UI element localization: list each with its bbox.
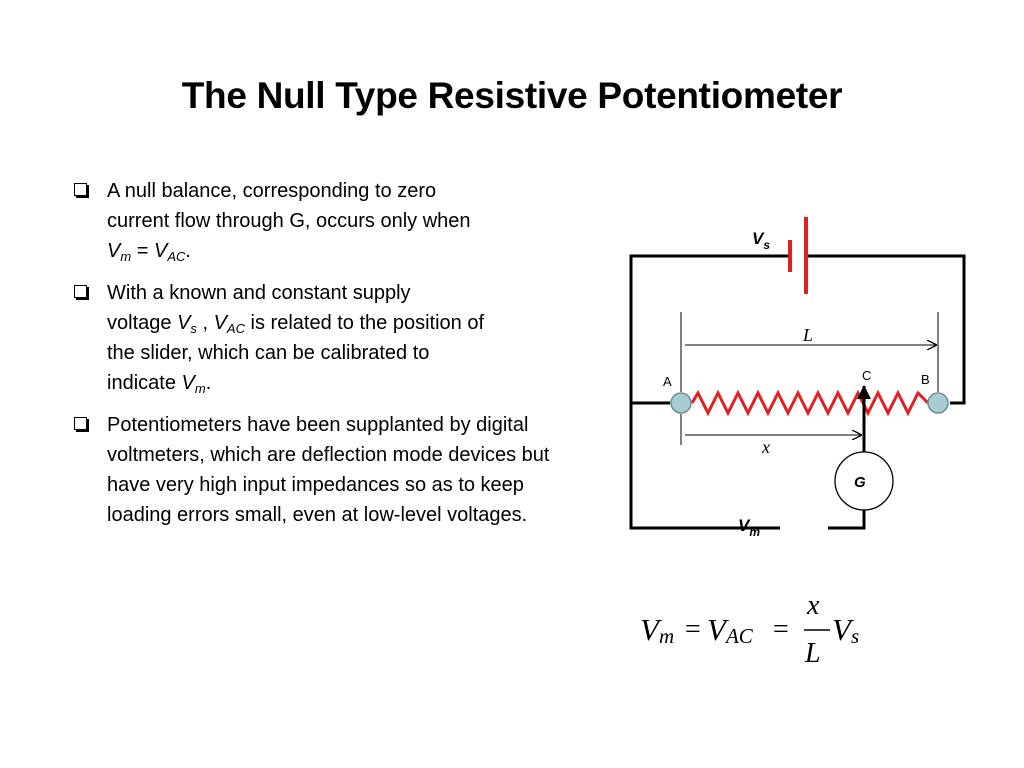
equation-vs: Vs bbox=[832, 612, 859, 648]
equation-numerator-x: x bbox=[806, 590, 820, 621]
vs-label: Vs bbox=[752, 229, 770, 252]
bullet-item: A null balance, corresponding to zero cu… bbox=[72, 176, 552, 266]
battery-symbol bbox=[788, 217, 808, 294]
node-a-label: A bbox=[663, 374, 672, 389]
node-b-terminal bbox=[927, 392, 949, 414]
resistor-zigzag bbox=[690, 389, 930, 417]
potentiometer-equation: Vm = VAC = x L Vs bbox=[640, 590, 859, 669]
node-c-label: C bbox=[862, 368, 871, 383]
bullet-list: A null balance, corresponding to zero cu… bbox=[72, 176, 552, 542]
length-l-label: L bbox=[802, 325, 813, 345]
equation-equals-1: = bbox=[685, 614, 701, 645]
checkbox-bullet-icon bbox=[74, 285, 87, 298]
slide-title: The Null Type Resistive Potentiometer bbox=[181, 75, 843, 116]
dimension-lines bbox=[680, 312, 939, 445]
equation-vac: VAC bbox=[707, 612, 754, 648]
equation-equals-2: = bbox=[773, 614, 789, 645]
node-b-label: B bbox=[921, 372, 930, 387]
node-a-terminal bbox=[670, 392, 692, 414]
slider-x-label: x bbox=[761, 437, 770, 457]
checkbox-bullet-icon bbox=[74, 417, 87, 430]
galvanometer-label: G bbox=[854, 474, 866, 491]
checkbox-bullet-icon bbox=[74, 183, 87, 196]
vm-label: Vm bbox=[738, 516, 760, 539]
equation-denominator-l: L bbox=[804, 638, 821, 669]
galvanometer-circle bbox=[834, 451, 894, 511]
bullet-item: Potentiometers have been supplanted by d… bbox=[72, 410, 552, 530]
equation-vm: Vm bbox=[640, 612, 674, 648]
bullet-item: With a known and constant supply voltage… bbox=[72, 278, 552, 398]
